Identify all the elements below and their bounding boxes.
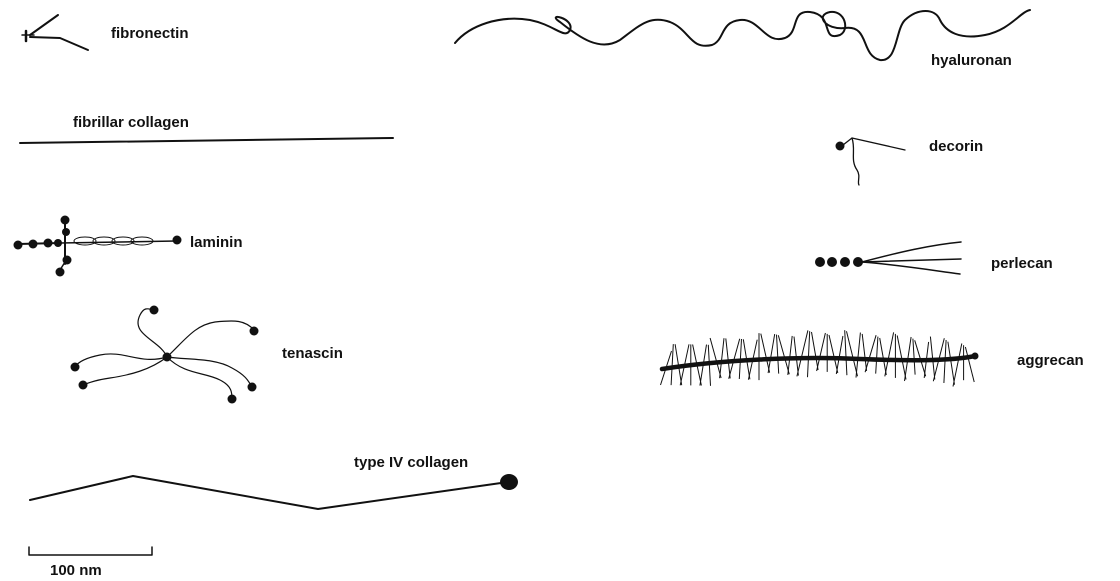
fibrillar-collagen-label: fibrillar collagen	[73, 114, 189, 131]
aggrecan-side-chain	[953, 344, 962, 387]
fibronectin-label: fibronectin	[111, 25, 189, 42]
aggrecan-side-chain	[836, 336, 843, 374]
aggrecan-side-chain	[829, 335, 838, 373]
aggrecan-side-chain	[965, 347, 974, 382]
aggrecan-side-chain	[777, 335, 779, 374]
aggrecan-side-chain	[880, 338, 887, 375]
aggrecan-side-chain	[808, 331, 810, 377]
laminin-label: laminin	[190, 234, 243, 251]
decorin-molecule	[836, 138, 906, 185]
aggrecan-side-chain	[897, 336, 906, 380]
type-iv-collagen-molecule	[30, 474, 518, 509]
hyaluronan-label: hyaluronan	[931, 52, 1012, 69]
fibrillar-collagen-molecule	[20, 138, 393, 143]
aggrecan-molecule	[661, 330, 979, 386]
aggrecan-side-chain	[778, 335, 789, 374]
type-iv-collagen-label: type IV collagen	[354, 454, 468, 471]
perlecan-label: perlecan	[991, 255, 1053, 272]
aggrecan-side-chain	[847, 331, 858, 376]
aggrecan-side-chain	[726, 338, 730, 378]
aggrecan-side-chain	[761, 334, 770, 373]
perlecan-molecule	[815, 242, 961, 274]
aggrecan-side-chain	[865, 335, 876, 372]
aggrecan-side-chain	[797, 330, 808, 376]
aggrecan-side-chain	[913, 339, 915, 375]
aggrecan-side-chain	[768, 334, 775, 373]
aggrecan-side-chain	[862, 334, 866, 371]
aggrecan-side-chain	[876, 337, 878, 374]
scale-bar-label: 100 nm	[50, 562, 102, 579]
tenascin-label: tenascin	[282, 345, 343, 362]
aggrecan-side-chain	[817, 333, 826, 371]
tenascin-molecule	[71, 306, 259, 404]
aggrecan-side-chain	[948, 342, 955, 385]
aggrecan-side-chain	[885, 332, 894, 376]
aggrecan-side-chain	[845, 330, 847, 375]
laminin-molecule	[14, 216, 182, 277]
decorin-label: decorin	[929, 138, 983, 155]
aggrecan-label: aggrecan	[1017, 352, 1084, 369]
aggrecan-side-chain	[788, 336, 792, 375]
scale-bar	[29, 547, 152, 555]
aggrecan-side-chain	[720, 338, 724, 378]
aggrecan-side-chain	[812, 332, 819, 370]
aggrecan-side-chain	[856, 333, 860, 378]
fibronectin-molecule	[22, 15, 88, 50]
aggrecan-side-chain	[671, 344, 673, 385]
aggrecan-side-chain	[710, 338, 721, 378]
